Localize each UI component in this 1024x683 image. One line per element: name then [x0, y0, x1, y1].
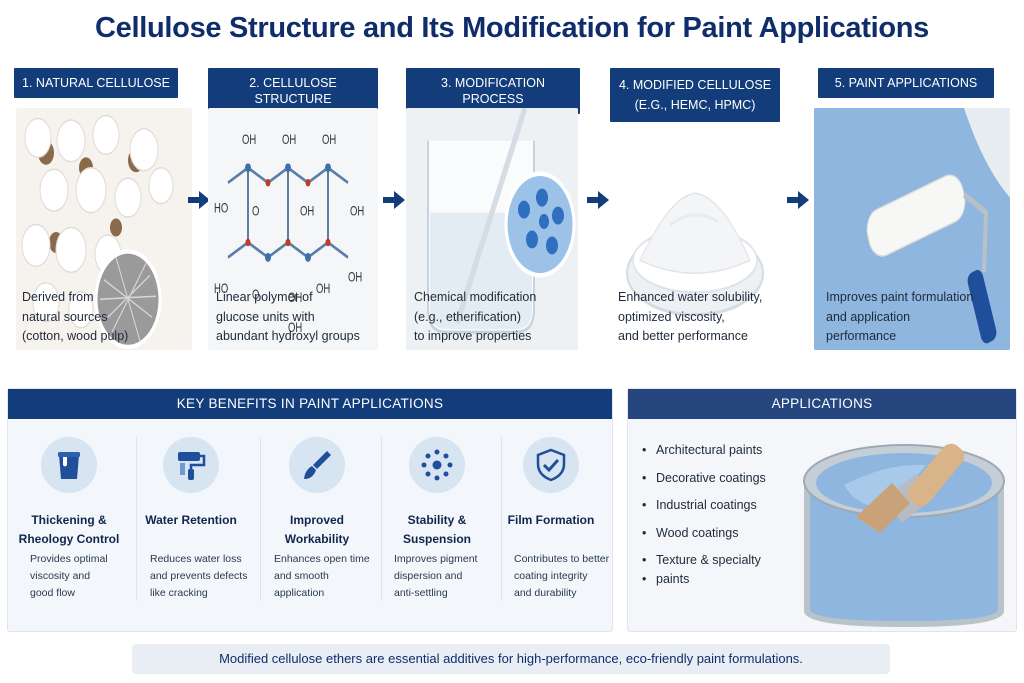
desc-line: and better performance — [618, 329, 748, 343]
divider — [260, 437, 261, 601]
page-title: Cellulose Structure and Its Modification… — [95, 12, 929, 44]
hydroxyl-label: HO — [214, 280, 228, 296]
paint-can-image — [803, 443, 1005, 627]
benefit-title: Stability & Suspension — [402, 513, 471, 546]
hydroxyl-label: OH — [242, 131, 256, 147]
benefit-title: Water Retention — [145, 513, 237, 527]
step-label: 5. PAINT APPLICATIONS — [818, 68, 994, 98]
cotton-image — [16, 108, 192, 350]
benefit-title: Film Formation — [507, 513, 595, 527]
desc-line: Chemical modification — [414, 290, 537, 304]
step-description: Chemical modification (e.g., etherificat… — [414, 288, 614, 347]
desc-line: to improve properties — [414, 329, 532, 343]
desc-line: natural sources — [22, 309, 108, 324]
list-item: Architectural paints — [642, 441, 802, 460]
arrow-right-icon — [188, 191, 210, 209]
oxygen-label: O — [252, 286, 259, 302]
particles-icon — [409, 437, 465, 493]
desc-line: (e.g., etherification) — [414, 309, 521, 324]
paint-roller-image — [814, 108, 1010, 350]
footer-banner: Modified cellulose ethers are essential … — [132, 644, 890, 674]
desc-line: optimized viscosity, — [618, 309, 725, 324]
list-item-continuation: paints — [642, 570, 802, 589]
step-description: Linear polymer of glucose units with abu… — [216, 288, 416, 347]
desc-line: Improves paint formulation — [826, 290, 974, 304]
step-label-line: (E.G., HEMC, HPMC) — [634, 98, 756, 112]
hydroxyl-label: OH — [288, 289, 302, 305]
paint-bucket-icon — [41, 437, 97, 493]
step-label: 1. NATURAL CELLULOSE — [14, 68, 178, 98]
hydroxyl-label: OH — [282, 131, 296, 147]
step-label: 3. MODIFICATION PROCESS — [406, 68, 580, 114]
hydroxyl-label: OH — [350, 203, 364, 219]
desc-line: glucose units with — [216, 309, 315, 324]
hydroxyl-label: OH — [300, 203, 314, 219]
hydroxyl-label: HO — [214, 200, 228, 216]
hydroxyl-label: OH — [348, 268, 362, 284]
oxygen-label: O — [252, 203, 259, 219]
step-label: 4. MODIFIED CELLULOSE (E.G., HEMC, HPMC) — [610, 68, 780, 122]
list-item: Industrial coatings — [642, 496, 802, 515]
desc-line: performance — [826, 329, 897, 343]
arrow-right-icon — [587, 191, 609, 209]
arrow-right-icon — [383, 191, 405, 209]
step-label-line: 4. MODIFIED CELLULOSE — [618, 78, 772, 92]
divider — [381, 437, 382, 601]
desc-line: and application — [826, 309, 911, 324]
applications-heading: APPLICATIONS — [628, 389, 1016, 419]
divider — [136, 437, 137, 601]
key-benefits-panel: KEY BENEFITS IN PAINT APPLICATIONS Thick… — [7, 388, 613, 632]
step-description: Enhanced water solubility, optimized vis… — [618, 288, 818, 347]
desc-line: Linear polymer of — [216, 290, 313, 304]
benefits-heading: KEY BENEFITS IN PAINT APPLICATIONS — [8, 389, 612, 419]
desc-line: Derived from — [22, 290, 94, 304]
list-item: Texture & specialty — [642, 551, 802, 570]
step-description: Derived from natural sources (cotton, wo… — [22, 288, 222, 347]
list-item: Decorative coatings — [642, 469, 802, 488]
divider — [501, 437, 502, 601]
applications-list: Architectural paints Decorative coatings… — [642, 441, 802, 598]
paint-brush-icon — [289, 437, 345, 493]
hydroxyl-label: OH — [288, 319, 302, 335]
molecule-diagram: OH OH OH HO O OH OH HO O OH OH OH OH — [208, 108, 378, 350]
step-description: Improves paint formulation and applicati… — [826, 288, 1024, 347]
shield-check-icon — [523, 437, 579, 493]
benefit-title: Improved Workability — [284, 513, 350, 546]
hydroxyl-label: OH — [322, 131, 336, 147]
list-item: Wood coatings — [642, 524, 802, 543]
desc-line: Enhanced water solubility, — [618, 290, 763, 304]
applications-panel: APPLICATIONS Architectural paints Decora… — [627, 388, 1017, 632]
powder-dish-image — [610, 126, 780, 350]
hydroxyl-label: OH — [316, 280, 330, 296]
beaker-image — [406, 108, 578, 350]
arrow-right-icon — [787, 191, 809, 209]
benefit-title: Thickening &Rheology Control — [18, 513, 120, 546]
paint-roller-icon — [163, 437, 219, 493]
desc-line: abundant hydroxyl groups — [216, 329, 360, 343]
step-label: 2. CELLULOSE STRUCTURE — [208, 68, 378, 114]
desc-line: (cotton, wood pulp) — [22, 329, 129, 343]
benefit-thickening: Thickening &Rheology Control Provides op… — [10, 437, 128, 602]
